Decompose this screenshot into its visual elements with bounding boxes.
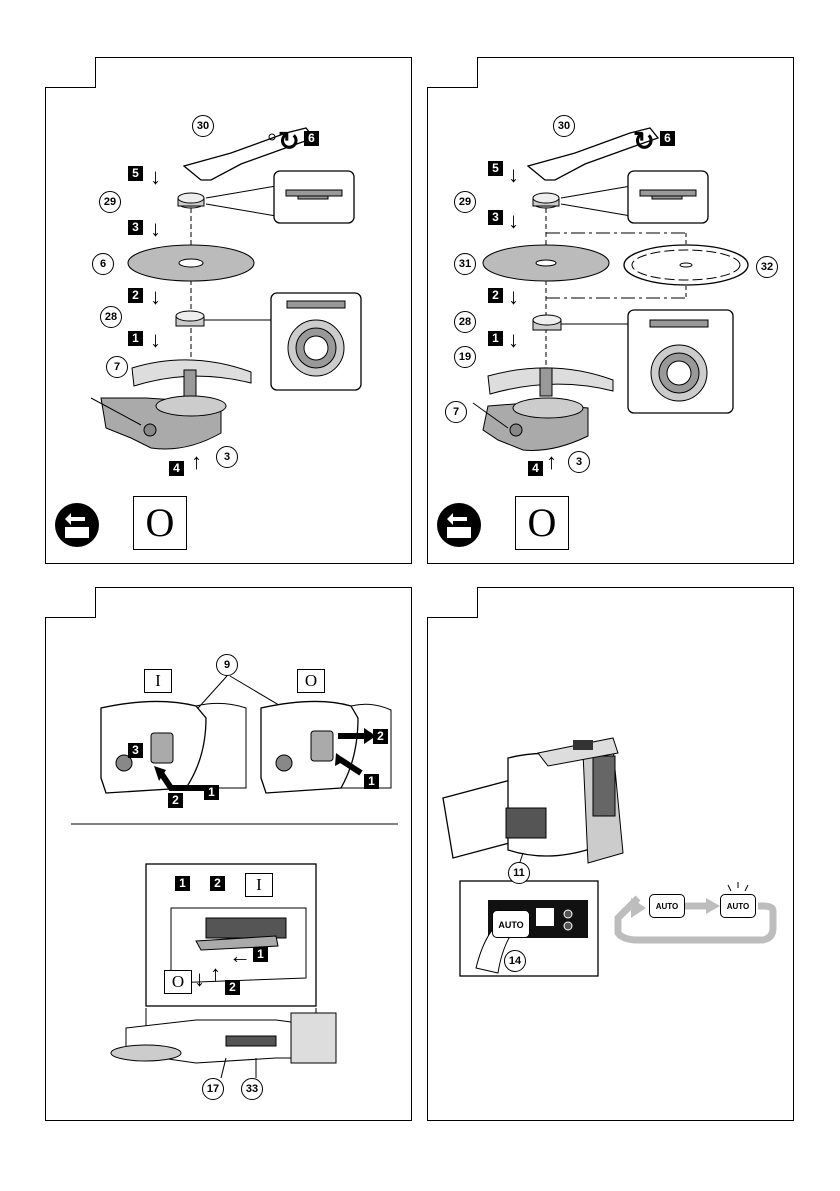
rotate-cw-icon: ↻ <box>633 130 655 152</box>
callout-31: 31 <box>454 253 476 275</box>
step-1: 1 <box>364 774 379 789</box>
remove-battery-icon <box>437 503 481 547</box>
callout-7: 7 <box>445 401 467 423</box>
panel-switch-operation: I O 9 <box>45 587 412 1121</box>
callout-11: 11 <box>508 862 530 884</box>
step-4: 4 <box>528 461 543 476</box>
illustration-slide-switch <box>46 588 413 1122</box>
arrow-down-icon: ↓ <box>508 210 519 232</box>
callout-29: 29 <box>99 191 121 213</box>
switch-off-symbol: O <box>515 496 569 550</box>
arrow-down-icon: ↓ <box>508 329 519 351</box>
step-2: 2 <box>225 980 240 995</box>
callout-30: 30 <box>192 115 214 137</box>
step-3: 3 <box>128 220 143 235</box>
switch-on-symbol: I <box>245 873 273 897</box>
arrow-down-icon: ↓ <box>508 286 519 308</box>
rotate-cw-icon: ↻ <box>278 130 300 152</box>
step-6: 6 <box>304 131 319 146</box>
arrow-down-icon: ↓ <box>150 218 161 240</box>
remove-battery-icon <box>55 503 99 547</box>
arrow-down-icon: ↓ <box>508 164 519 186</box>
arrow-left-icon: ← <box>229 945 251 967</box>
step-2: 2 <box>168 793 183 808</box>
panel-wheel-install-2: 30 29 31 32 28 19 7 3 6 5 3 2 1 4 ↓ ↓ ↓ … <box>427 57 794 564</box>
switch-off-symbol: O <box>164 970 192 994</box>
auto-mode-button[interactable]: AUTO <box>492 910 530 938</box>
step-3: 3 <box>488 210 503 225</box>
arrow-down-icon: ↓ <box>150 329 161 351</box>
arrow-up-icon: ↑ <box>210 963 221 985</box>
step-6: 6 <box>660 131 675 146</box>
callout-14: 14 <box>504 950 526 972</box>
step-5: 5 <box>128 166 143 181</box>
auto-indicator-off: AUTO <box>649 894 685 918</box>
step-1: 1 <box>253 947 268 962</box>
arrow-up-icon: ↑ <box>546 451 557 473</box>
callout-17: 17 <box>202 1078 224 1100</box>
step-1: 1 <box>204 785 219 800</box>
step-2: 2 <box>373 729 388 744</box>
panel-wheel-install-1: 30 29 6 28 7 3 6 5 3 2 1 4 ↓ ↓ ↓ ↓ ↑ ↻ O <box>45 57 412 564</box>
step-2: 2 <box>210 876 225 891</box>
callout-3: 3 <box>216 446 238 468</box>
step-3: 3 <box>128 743 143 758</box>
callout-33: 33 <box>241 1078 263 1100</box>
illustration-wheel-assembly-2 <box>428 58 795 565</box>
callout-32: 32 <box>756 256 778 278</box>
callout-28: 28 <box>100 306 122 328</box>
step-2: 2 <box>488 288 503 303</box>
callout-29: 29 <box>454 191 476 213</box>
illustration-grinder-battery <box>428 588 795 1122</box>
arrow-down-icon: ↓ <box>150 166 161 188</box>
callout-7: 7 <box>106 356 128 378</box>
callout-19: 19 <box>454 346 476 368</box>
step-4: 4 <box>169 461 184 476</box>
step-1: 1 <box>488 331 503 346</box>
arrow-up-icon: ↑ <box>191 451 202 473</box>
step-5: 5 <box>488 161 503 176</box>
panel-auto-mode: AUTO AUTO AUTO 11 14 <box>427 587 794 1121</box>
callout-3: 3 <box>568 451 590 473</box>
arrow-down-icon: ↓ <box>150 286 161 308</box>
auto-indicator-on: AUTO <box>720 894 756 918</box>
callout-28: 28 <box>454 311 476 333</box>
arrow-down-icon: ↓ <box>194 968 205 990</box>
callout-6: 6 <box>92 253 114 275</box>
step-2: 2 <box>128 288 143 303</box>
switch-off-symbol: O <box>133 496 187 550</box>
callout-30: 30 <box>553 115 575 137</box>
step-1: 1 <box>175 876 190 891</box>
step-1: 1 <box>128 331 143 346</box>
